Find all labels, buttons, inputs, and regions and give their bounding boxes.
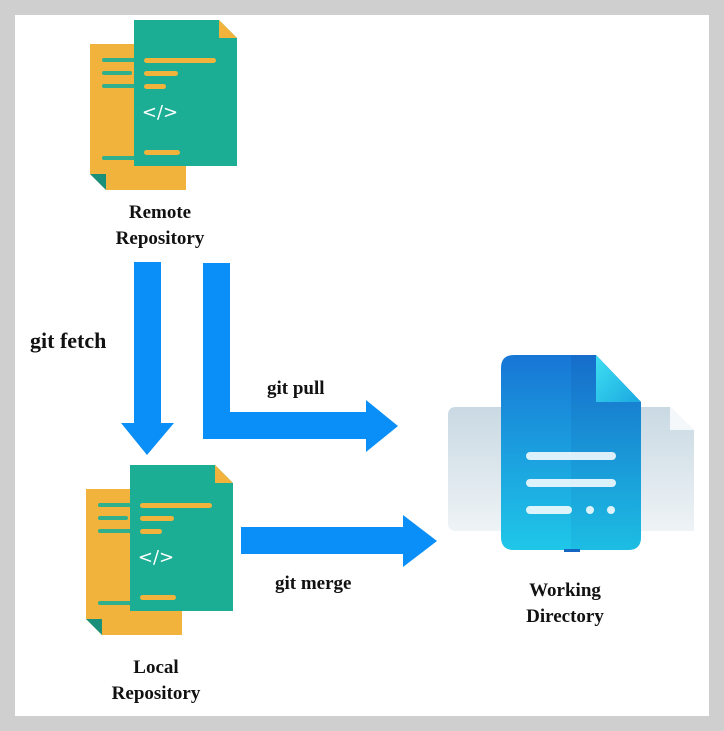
remote-label-line2: Repository (115, 228, 205, 249)
working-label-line1: Working (529, 580, 601, 601)
git-merge-label: git merge (275, 573, 352, 594)
working-directory-label: Working Directory (495, 578, 635, 630)
remote-repository-label: Remote Repository (85, 200, 235, 252)
local-label-line2: Repository (111, 683, 201, 704)
working-label-line2: Directory (526, 606, 604, 627)
local-repository-label: Local Repository (81, 655, 231, 707)
pull-arrow (203, 263, 398, 452)
fetch-arrow (121, 262, 174, 455)
merge-arrow (241, 515, 437, 567)
remote-label-line1: Remote (128, 202, 192, 223)
local-label-line1: Local (133, 657, 179, 678)
git-fetch-label: git fetch (30, 328, 107, 353)
code-glyph: </> (138, 547, 174, 568)
code-glyph: </> (142, 102, 178, 123)
diagram-canvas: </> Remote Repository </> Local Reposito… (15, 15, 709, 716)
git-pull-label: git pull (267, 378, 325, 399)
